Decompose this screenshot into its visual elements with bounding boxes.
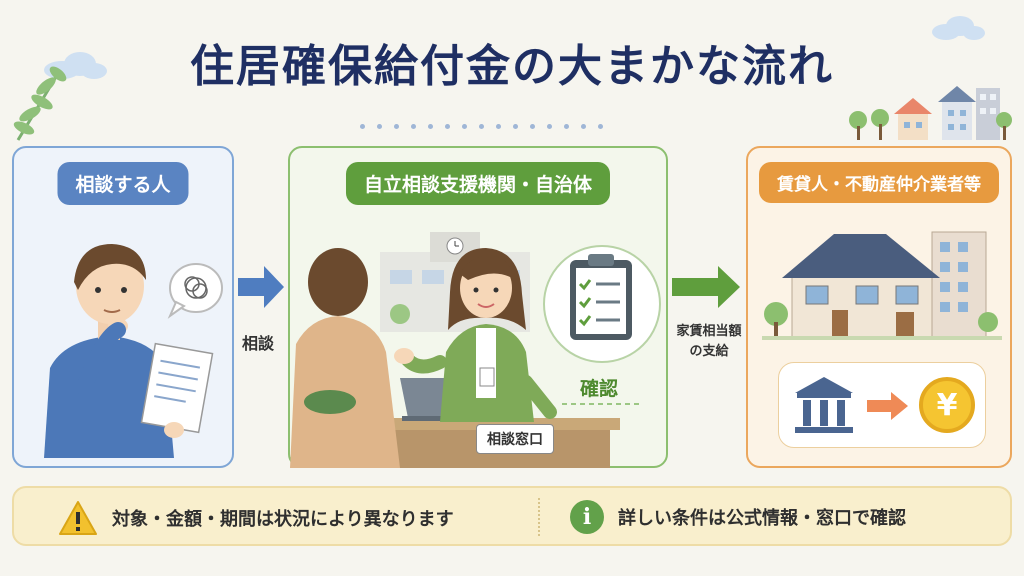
arrow-rent-payment-label: 家賃相当額 の支給 bbox=[676, 324, 742, 359]
decor-cloud-right bbox=[932, 16, 985, 40]
worry-scribble-icon bbox=[184, 276, 208, 299]
note-item-info: i 詳しい条件は公式情報・窓口で確認 bbox=[570, 500, 906, 534]
arrow-consult bbox=[238, 266, 284, 308]
bank-icon bbox=[795, 377, 853, 433]
step-support-center-panel: 自立相談支援機関・自治体 bbox=[288, 146, 668, 468]
step-landlord-heading: 賃貸人・不動産仲介業者等 bbox=[759, 162, 999, 203]
step-landlord-panel: 賃貸人・不動産仲介業者等 bbox=[746, 146, 1012, 468]
client-back-view bbox=[290, 248, 400, 468]
payment-flow-box: ¥ bbox=[778, 362, 986, 448]
note-text-info: 詳しい条件は公式情報・窓口で確認 bbox=[618, 508, 906, 529]
step-consultee-heading: 相談する人 bbox=[57, 162, 189, 205]
notes-bar: 対象・金額・期間は状況により異なります i 詳しい条件は公式情報・窓口で確認 bbox=[12, 486, 1012, 546]
step-support-center-heading: 自立相談支援機関・自治体 bbox=[345, 162, 611, 205]
apartment-building-icon bbox=[931, 231, 987, 339]
decor-leaf-branch bbox=[13, 66, 67, 141]
yen-coin-icon: ¥ bbox=[919, 377, 975, 433]
arrow-rent-payment bbox=[672, 266, 740, 308]
title-dots bbox=[360, 114, 660, 129]
support-center-illustration bbox=[290, 232, 661, 468]
info-icon: i bbox=[570, 500, 604, 534]
note-text-warning: 対象・金額・期間は状況により異なります bbox=[112, 509, 454, 530]
house-icon bbox=[782, 234, 940, 339]
arrow-right-icon bbox=[867, 392, 908, 420]
arrow-consult-label: 相談 bbox=[242, 334, 275, 353]
check-label: 確認 bbox=[580, 378, 619, 400]
housing-illustration bbox=[762, 231, 1002, 340]
person-thinking-illustration bbox=[44, 244, 223, 458]
clipboard-checklist-icon bbox=[570, 254, 632, 340]
notes-divider bbox=[538, 498, 540, 536]
consultation-desk-sign: 相談窓口 bbox=[476, 424, 554, 454]
note-item-warning: 対象・金額・期間は状況により異なります bbox=[58, 500, 454, 536]
decor-town-skyline bbox=[849, 86, 1012, 140]
page-title: 住居確保給付金の大まかな流れ bbox=[190, 41, 834, 92]
step-consultee-panel: 相談する人 bbox=[12, 146, 234, 468]
warning-icon bbox=[59, 501, 97, 535]
staff-person bbox=[394, 248, 557, 422]
